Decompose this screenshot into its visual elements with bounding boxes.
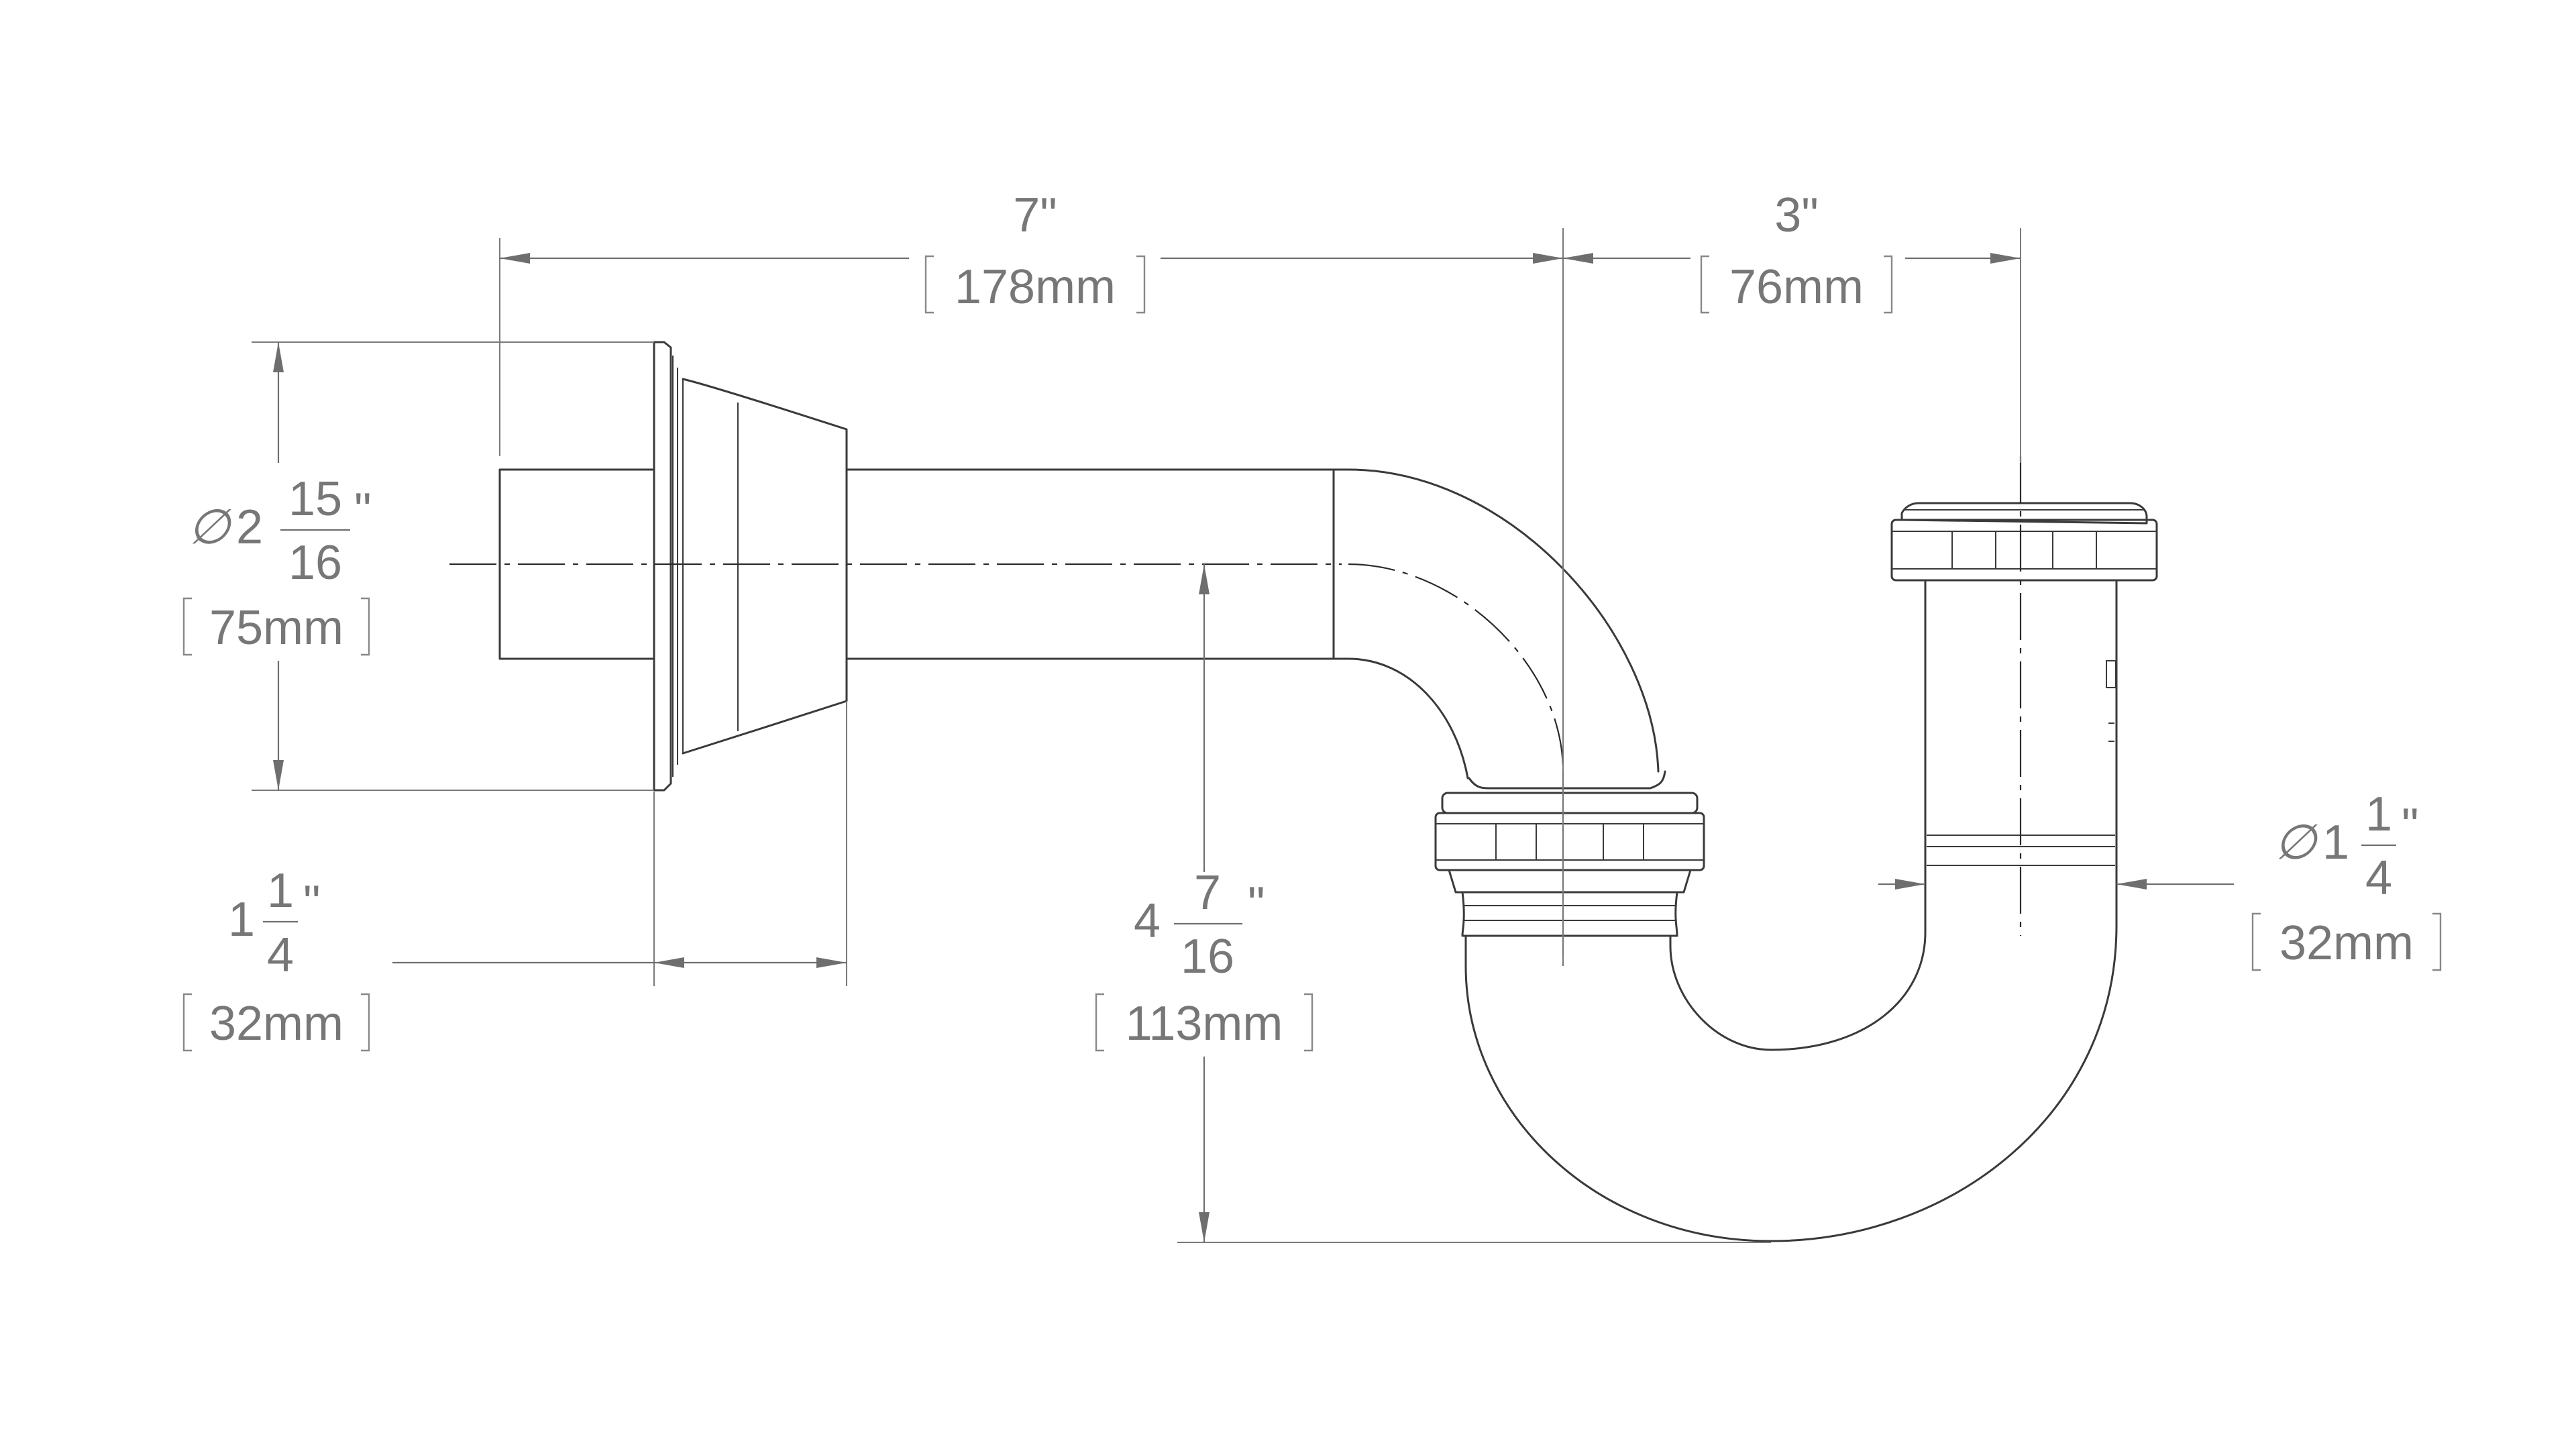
u-bend bbox=[1464, 864, 2118, 1242]
dimension-7in: 7" 178mm bbox=[924, 189, 1146, 314]
escutcheon-flange bbox=[653, 341, 848, 792]
dimension-3in: 3" 76mm bbox=[1700, 189, 1893, 314]
dim-3in-mm: 76mm bbox=[1729, 260, 1864, 314]
dim-3in-inches: 3" bbox=[1774, 189, 1819, 242]
flange-diameter-unit: " bbox=[354, 484, 372, 537]
tailpiece-slip-nut bbox=[1890, 502, 2158, 582]
diameter-symbol: ∅ bbox=[188, 500, 232, 554]
flange-depth-numerator: 1 bbox=[267, 864, 294, 918]
dim-7in-mm: 178mm bbox=[955, 260, 1116, 314]
centerlines bbox=[449, 456, 2022, 966]
tailpiece-diameter-numerator: 1 bbox=[2365, 788, 2392, 841]
tailpiece-diameter-symbol: ∅ bbox=[2274, 816, 2318, 869]
drop-height-numerator: 7 bbox=[1194, 866, 1221, 920]
dimension-tailpiece-diameter: ∅ 1 1 4 " 32mm bbox=[2251, 788, 2442, 971]
flange-depth-denominator: 4 bbox=[267, 928, 294, 982]
flange-depth-unit: " bbox=[303, 876, 321, 930]
tailpiece bbox=[1924, 579, 2118, 914]
dimension-lines bbox=[252, 228, 2234, 1243]
tailpiece-diameter-unit: " bbox=[2402, 799, 2419, 853]
flange-diameter-mm: 75mm bbox=[209, 601, 343, 655]
p-trap-outline bbox=[449, 341, 2158, 1242]
trap-arm bbox=[845, 468, 1660, 780]
flange-diameter-numerator: 15 bbox=[288, 472, 342, 526]
dimension-drop-height: 4 7 16 " 113mm bbox=[1095, 866, 1313, 1052]
dim-7in-inches: 7" bbox=[1013, 189, 1057, 242]
tailpiece-diameter-denominator: 4 bbox=[2365, 851, 2392, 905]
dimension-flange-depth: 1 1 4 " 32mm bbox=[182, 864, 370, 1052]
tailpiece-diameter-whole: 1 bbox=[2322, 816, 2349, 869]
drop-height-unit: " bbox=[1248, 877, 1265, 931]
drop-height-mm: 113mm bbox=[1126, 997, 1283, 1051]
tailpiece-diameter-mm: 32mm bbox=[2279, 916, 2414, 970]
flange-diameter-denominator: 16 bbox=[288, 536, 342, 590]
flange-diameter-whole: 2 bbox=[236, 500, 263, 554]
upper-coupling-nut bbox=[1434, 770, 1705, 937]
drop-height-denominator: 16 bbox=[1181, 930, 1234, 983]
drop-height-whole: 4 bbox=[1134, 894, 1161, 948]
dimension-flange-diameter: ∅ 2 15 16 " 75mm bbox=[182, 472, 372, 656]
flange-depth-whole: 1 bbox=[228, 893, 255, 947]
flange-depth-mm: 32mm bbox=[209, 997, 343, 1051]
